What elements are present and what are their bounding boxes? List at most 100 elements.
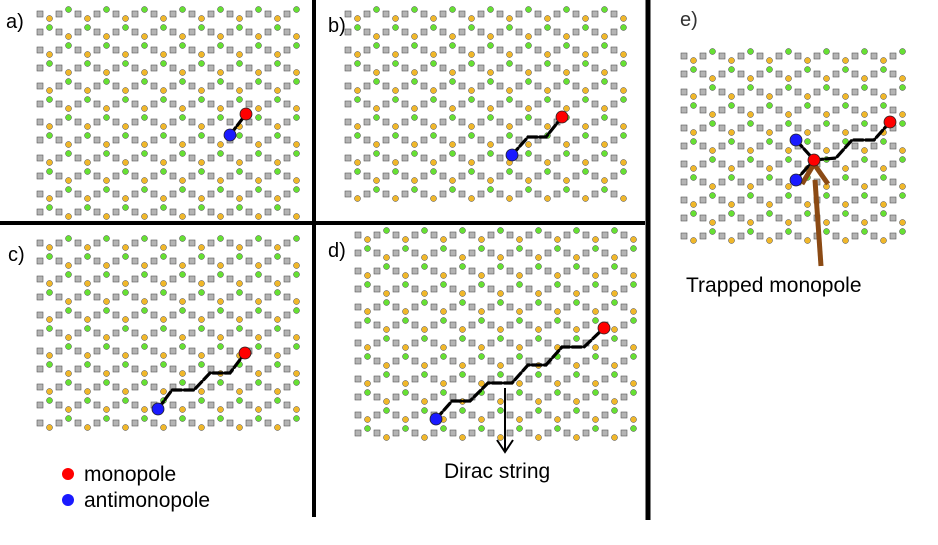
lattice-site-square <box>458 136 466 144</box>
lattice-site-square <box>525 339 533 347</box>
lattice-site-square <box>401 190 409 198</box>
antimonopole-c <box>151 402 165 416</box>
lattice-site-square <box>718 160 726 168</box>
lattice-site-orange <box>122 316 129 323</box>
lattice-site-orange <box>122 244 129 251</box>
lattice-site-green <box>217 271 224 278</box>
lattice-site-green <box>198 96 205 103</box>
lattice-site-green <box>122 289 129 296</box>
lattice-site-square <box>169 82 177 90</box>
lattice-site-square <box>870 178 878 186</box>
lattice-site-green <box>747 48 754 55</box>
lattice-site-square <box>718 232 726 240</box>
lattice-site-green <box>255 42 262 49</box>
lattice-site-orange <box>383 362 390 369</box>
lattice-site-orange <box>46 244 53 251</box>
lattice-site-orange <box>611 398 618 405</box>
lattice-site-square <box>36 190 44 198</box>
lattice-site-orange <box>497 254 504 261</box>
lattice-site-square <box>207 190 215 198</box>
lattice-site-orange <box>690 57 697 64</box>
lattice-site-orange <box>563 33 570 40</box>
lattice-site-square <box>36 275 44 283</box>
lattice-site-square <box>439 118 447 126</box>
lattice-site-square <box>207 419 215 427</box>
lattice-site-square <box>851 106 859 114</box>
lattice-site-orange <box>525 69 532 76</box>
lattice-site-square <box>889 88 897 96</box>
lattice-site-square <box>737 124 745 132</box>
lattice-site-orange <box>103 298 110 305</box>
lattice-site-square <box>420 190 428 198</box>
lattice-site-square <box>131 172 139 180</box>
lattice-site-square <box>344 118 352 126</box>
lattice-site-green <box>84 96 91 103</box>
lattice-site-square <box>411 303 419 311</box>
lattice-site-green <box>459 371 466 378</box>
lattice-site-square <box>344 172 352 180</box>
lattice-site-orange <box>217 334 224 341</box>
lattice-site-square <box>525 231 533 239</box>
lattice-site-square <box>420 136 428 144</box>
lattice-site-orange <box>497 362 504 369</box>
lattice-site-square <box>544 285 552 293</box>
lattice-site-orange <box>198 424 205 431</box>
lattice-site-square <box>283 100 291 108</box>
lattice-site-green <box>122 204 129 211</box>
lattice-site-green <box>274 361 281 368</box>
lattice-site-square <box>226 293 234 301</box>
lattice-site-square <box>36 257 44 265</box>
lattice-site-orange <box>728 57 735 64</box>
lattice-site-orange <box>160 15 167 22</box>
lattice-site-orange <box>84 316 91 323</box>
lattice-site-square <box>544 393 552 401</box>
lattice-site-square <box>794 52 802 60</box>
lattice-site-green <box>421 335 428 342</box>
lattice-site-square <box>226 347 234 355</box>
lattice-site-green <box>65 415 72 422</box>
lattice-site-square <box>851 52 859 60</box>
lattice-site-square <box>354 393 362 401</box>
lattice-site-square <box>354 411 362 419</box>
lattice-site-orange <box>392 87 399 94</box>
lattice-site-green <box>293 379 300 386</box>
lattice-site-square <box>150 64 158 72</box>
lattice-site-green <box>487 186 494 193</box>
lattice-site-green <box>785 84 792 91</box>
lattice-site-green <box>516 317 523 324</box>
lattice-site-green <box>620 60 627 67</box>
lattice-site-green <box>141 114 148 121</box>
lattice-site-orange <box>65 370 72 377</box>
lattice-site-square <box>775 142 783 150</box>
lattice-site-square <box>150 347 158 355</box>
lattice-site-orange <box>84 424 91 431</box>
lattice-site-square <box>680 52 688 60</box>
lattice-site-green <box>293 78 300 85</box>
lattice-site-green <box>430 60 437 67</box>
lattice-site-green <box>217 6 224 13</box>
lattice-site-orange <box>293 406 300 413</box>
lattice-site-square <box>610 136 618 144</box>
lattice-site-orange <box>160 51 167 58</box>
lattice-site-square <box>487 321 495 329</box>
lattice-site-square <box>515 100 523 108</box>
lattice-site-green <box>354 96 361 103</box>
lattice-site-green <box>563 6 570 13</box>
lattice-site-orange <box>217 262 224 269</box>
lattice-site-square <box>112 293 120 301</box>
lattice-site-green <box>611 227 618 234</box>
lattice-site-square <box>150 257 158 265</box>
lattice-site-green <box>880 138 887 145</box>
lattice-site-orange <box>468 51 475 58</box>
lattice-site-square <box>112 329 120 337</box>
lattice-site-square <box>439 154 447 162</box>
lattice-site-green <box>544 24 551 31</box>
lattice-site-square <box>515 118 523 126</box>
lattice-site-square <box>283 154 291 162</box>
lattice-site-square <box>245 82 253 90</box>
lattice-site-square <box>889 52 897 60</box>
lattice-site-square <box>264 154 272 162</box>
lattice-site-square <box>283 311 291 319</box>
lattice-site-orange <box>449 141 456 148</box>
lattice-site-square <box>392 321 400 329</box>
